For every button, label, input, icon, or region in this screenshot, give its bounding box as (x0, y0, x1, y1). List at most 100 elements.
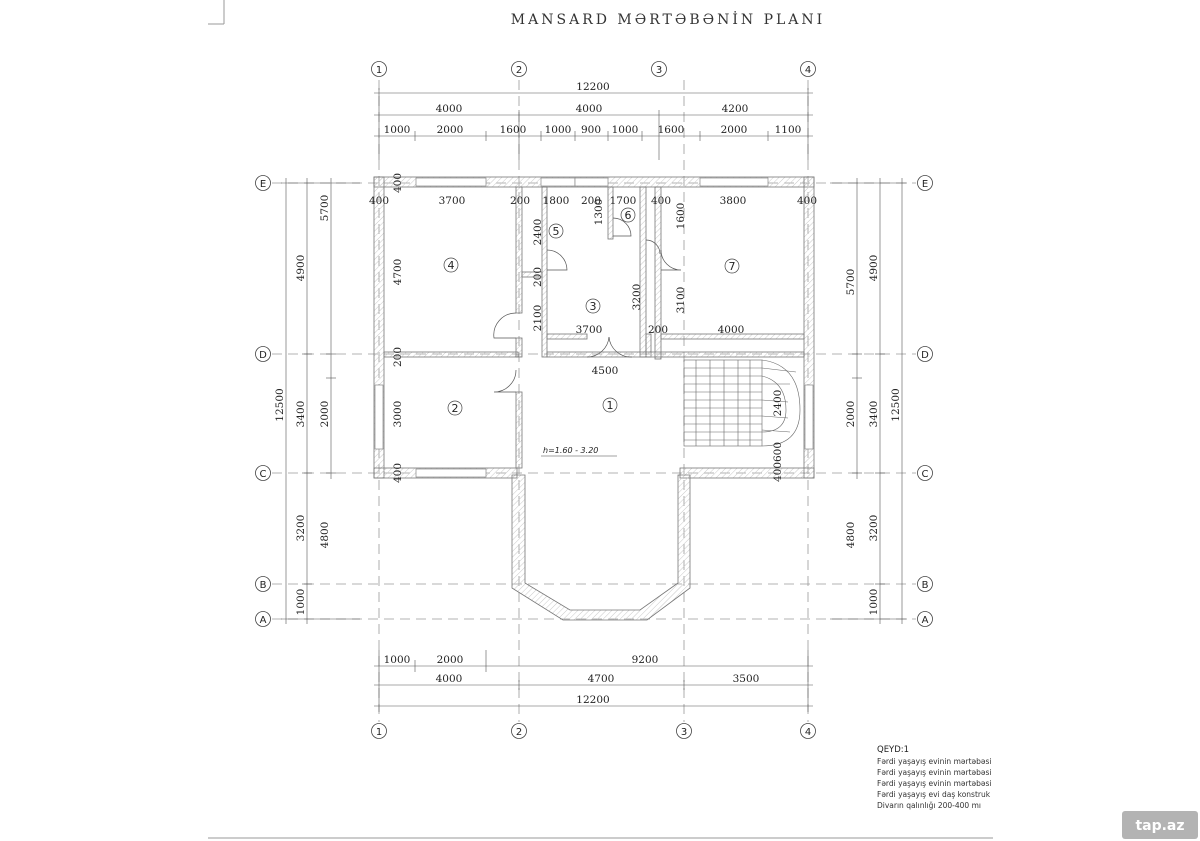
room-1: 1 (607, 399, 614, 412)
dim-right-1000: 1000 (868, 589, 880, 616)
walls (373, 176, 815, 621)
room-circles (443, 207, 740, 416)
room-4: 4 (448, 259, 455, 272)
axis-label-B-right: B (922, 580, 929, 591)
dim-left-2000: 2000 (319, 401, 331, 428)
windows (374, 177, 814, 478)
dim-top-l3-2: 2000 (437, 124, 464, 136)
axis-label-2-bottom: 2 (516, 727, 522, 738)
notes-line-5: Divarın qalınlığı 200-400 mı (877, 801, 981, 810)
axis-label-B-left: B (260, 580, 267, 591)
dim-top-l3-5: 900 (581, 124, 601, 136)
door-swings (493, 217, 682, 393)
idim-3800: 3800 (720, 195, 747, 207)
dim-top-overall: 12200 (576, 81, 609, 93)
dim-bottom-l2-2: 4700 (588, 673, 615, 685)
idim-v2400: 2400 (532, 219, 544, 246)
dim-top-l3-4: 1000 (545, 124, 572, 136)
dim-top-l2-2: 4000 (576, 103, 603, 115)
dim-top-l3-7: 1600 (658, 124, 685, 136)
idim-1700: 1700 (610, 195, 637, 207)
idim-v200b: 200 (392, 347, 404, 367)
axis-label-3-top: 3 (656, 65, 662, 76)
dim-left-5700: 5700 (319, 195, 331, 222)
axis-label-C-left: C (260, 469, 267, 480)
notes-heading: QEYD:1 (877, 745, 909, 755)
room-7: 7 (729, 260, 736, 273)
idim-v400600: 400600 (772, 442, 784, 482)
plan-title: MANSARD MƏRTƏBƏNİN PLANI (511, 10, 825, 28)
dim-top-l3-9: 1100 (775, 124, 802, 136)
axis-label-D-left: D (259, 350, 267, 361)
idim-v1300: 1300 (593, 199, 605, 226)
dim-top-l3-6: 1000 (612, 124, 639, 136)
dim-right-2000: 2000 (845, 401, 857, 428)
dim-bottom-l1-1: 1000 (384, 654, 411, 666)
dim-left-1000: 1000 (295, 589, 307, 616)
idim-v200: 200 (532, 267, 544, 287)
axis-label-A-left: A (260, 615, 267, 626)
idim-h3700: 3700 (576, 324, 603, 336)
axis-label-E-right: E (922, 179, 928, 190)
axis-label-1-bottom: 1 (376, 727, 382, 738)
dim-top-l3-3: 1600 (500, 124, 527, 136)
dim-right-overall: 12500 (890, 388, 902, 421)
grid-lines (272, 80, 916, 722)
ceiling-height-label: h=1.60 - 3.20 (543, 446, 598, 455)
dim-bottom-l2-3: 3500 (733, 673, 760, 685)
idim-200-a: 200 (510, 195, 530, 207)
notes-line-2: Fərdi yaşayış evinin mərtəbəsi (877, 768, 992, 777)
axis-label-D-right: D (921, 350, 929, 361)
dim-top-l3-8: 2000 (721, 124, 748, 136)
idim-h4500: 4500 (592, 365, 619, 377)
axis-label-4-bottom: 4 (805, 727, 811, 738)
dim-right-3200: 3200 (868, 515, 880, 542)
dim-right-5700: 5700 (845, 269, 857, 296)
dim-top-l2-3: 4200 (722, 103, 749, 115)
axis-label-C-right: C (922, 469, 929, 480)
axis-label-A-right: A (922, 615, 929, 626)
idim-v3200: 3200 (631, 284, 643, 311)
dim-top-l3-1: 1000 (384, 124, 411, 136)
dim-right-4800: 4800 (845, 522, 857, 549)
idim-v400-top: 400 (392, 173, 404, 193)
dim-left-3200: 3200 (295, 515, 307, 542)
watermark: tap.az (1122, 811, 1198, 839)
room-6: 6 (625, 209, 632, 222)
room-3: 3 (590, 300, 597, 313)
idim-v3100: 3100 (675, 287, 687, 314)
axis-label-E-left: E (260, 179, 266, 190)
idim-3700: 3700 (439, 195, 466, 207)
idim-400-mid: 400 (651, 195, 671, 207)
idim-v1600: 1600 (675, 203, 687, 230)
dim-left-4800: 4800 (319, 522, 331, 549)
dim-right-4900: 4900 (868, 255, 880, 282)
idim-1800: 1800 (543, 195, 570, 207)
dim-bottom-l1-3: 9200 (632, 654, 659, 666)
dim-top-l2-1: 4000 (436, 103, 463, 115)
axis-label-3-bottom: 3 (681, 727, 687, 738)
idim-v2100: 2100 (532, 305, 544, 332)
axis-label-2-top: 2 (516, 65, 522, 76)
idim-400-left: 400 (369, 195, 389, 207)
idim-v400b: 400 (392, 463, 404, 483)
notes-line-3: Fərdi yaşayış evinin mərtəbəsi (877, 779, 992, 788)
room-2: 2 (452, 402, 459, 415)
notes-line-1: Fərdi yaşayış evinin mərtəbəsi (877, 757, 992, 766)
axis-label-1-top: 1 (376, 65, 382, 76)
idim-400-right: 400 (797, 195, 817, 207)
idim-h200: 200 (648, 324, 668, 336)
notes-block: QEYD:1 Fərdi yaşayış evinin mərtəbəsi Fə… (877, 745, 992, 810)
watermark-text: tap.az (1135, 818, 1184, 834)
dim-bottom-l2-1: 4000 (436, 673, 463, 685)
room-5: 5 (553, 225, 560, 238)
dimension-lines (281, 88, 907, 712)
axis-bubbles-top (255, 61, 933, 739)
dim-right-3400: 3400 (868, 401, 880, 428)
dim-left-4900: 4900 (295, 255, 307, 282)
idim-v2400b: 2400 (772, 390, 784, 417)
dim-bottom-overall: 12200 (576, 694, 609, 706)
axis-label-4-top: 4 (805, 65, 811, 76)
staircase (683, 359, 801, 447)
